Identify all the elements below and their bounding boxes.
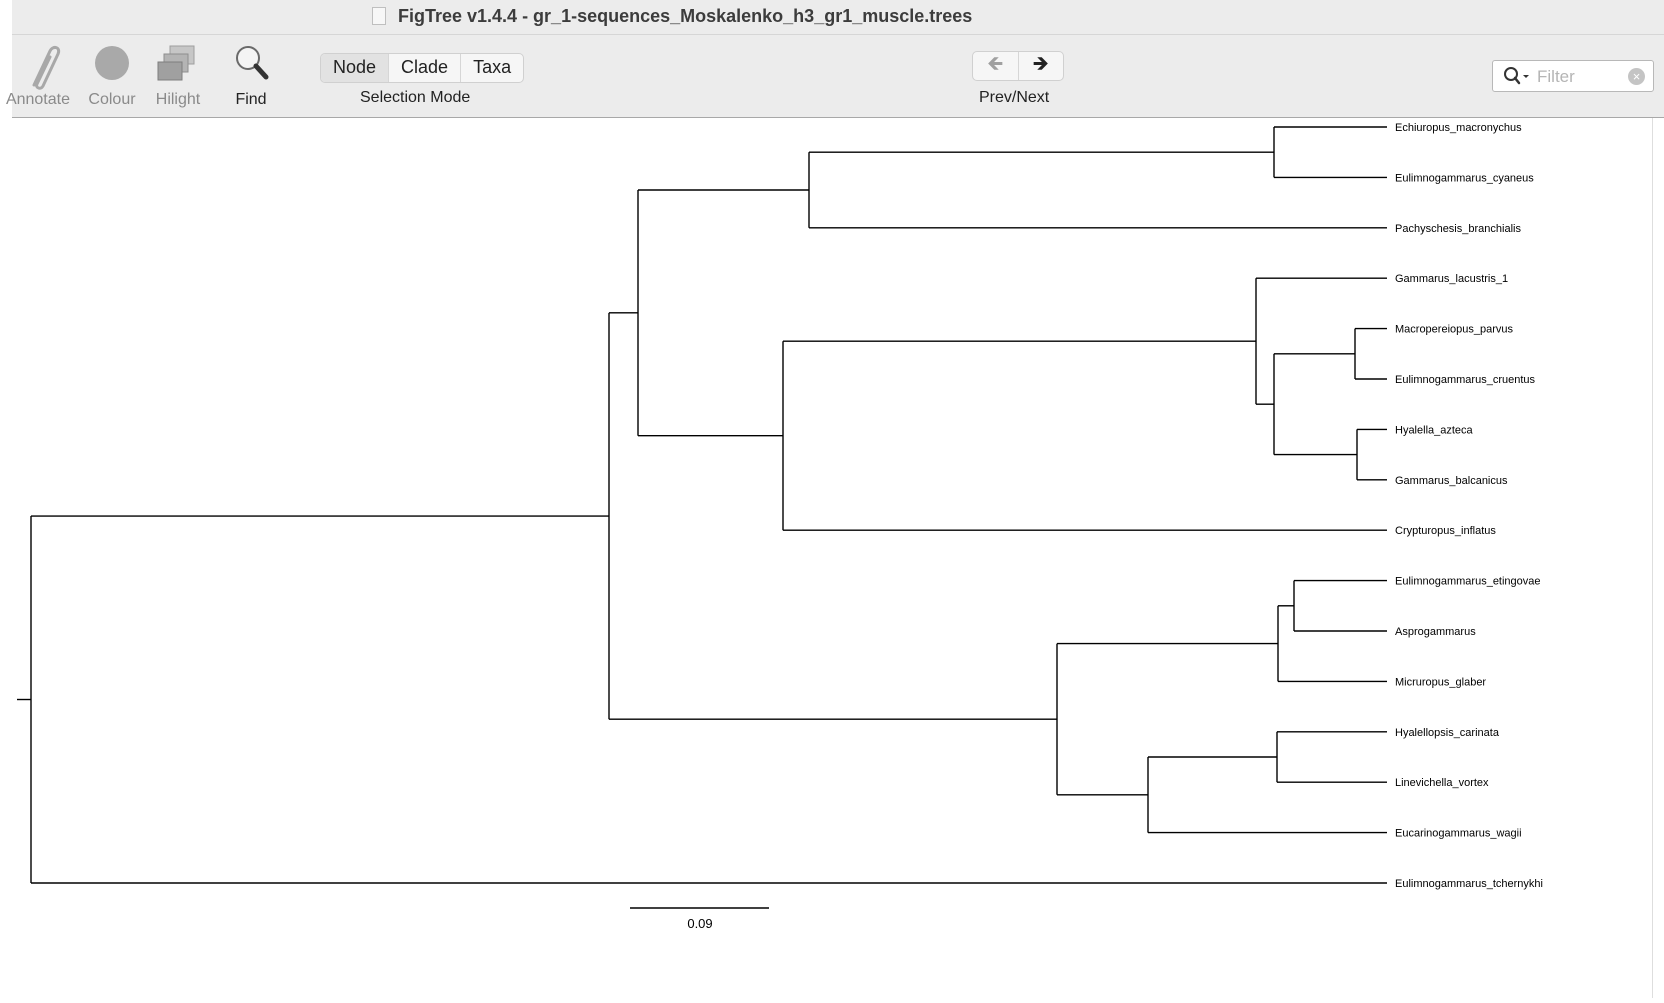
- taxon-label[interactable]: Hyalellopsis_carinata: [1395, 727, 1500, 739]
- taxon-label[interactable]: Crypturopus_inflatus: [1395, 525, 1496, 537]
- find-label: Find: [235, 91, 267, 108]
- toolbar: Annotate Colour Hilight: [6, 35, 1664, 118]
- selection-mode-clade[interactable]: Clade: [389, 54, 462, 82]
- taxon-label[interactable]: Eulimnogammarus_tchernykhi: [1395, 878, 1543, 890]
- taxon-label[interactable]: Eulimnogammarus_etingovae: [1395, 576, 1541, 588]
- selection-mode-control: Node Clade Taxa: [320, 53, 525, 83]
- prev-next-control: 🡸 🡺: [972, 51, 1064, 81]
- magnifier-icon: [224, 41, 278, 91]
- paperclip-icon: [0, 41, 72, 91]
- colour-circle-icon: [84, 41, 140, 91]
- taxon-label[interactable]: Echiuropus_macronychus: [1395, 122, 1522, 134]
- document-icon: [372, 7, 386, 25]
- filter-input[interactable]: [1535, 65, 1629, 89]
- find-button[interactable]: Find: [224, 41, 278, 109]
- taxon-label[interactable]: Asprogammarus: [1395, 626, 1476, 638]
- next-button[interactable]: 🡺: [1019, 52, 1064, 80]
- hilight-label: Hilight: [155, 91, 201, 108]
- hilight-layers-icon: [150, 41, 206, 91]
- scale-bar-label: 0.09: [687, 916, 712, 931]
- clear-filter-icon[interactable]: ×: [1628, 68, 1645, 85]
- prev-next-label: Prev/Next: [979, 89, 1050, 106]
- hilight-button[interactable]: Hilight: [150, 41, 206, 109]
- taxon-label[interactable]: Eulimnogammarus_cyaneus: [1395, 172, 1534, 184]
- search-dropdown-icon[interactable]: [1503, 66, 1531, 91]
- taxon-label[interactable]: Gammarus_balcanicus: [1395, 475, 1508, 487]
- colour-button[interactable]: Colour: [84, 41, 140, 109]
- prev-button[interactable]: 🡸: [973, 52, 1019, 80]
- taxon-label[interactable]: Macropereiopus_parvus: [1395, 324, 1514, 336]
- annotate-button[interactable]: Annotate: [0, 41, 72, 109]
- arrow-left-icon: 🡸: [987, 53, 1004, 75]
- selection-mode-node[interactable]: Node: [321, 54, 390, 82]
- arrow-right-icon: 🡺: [1032, 53, 1049, 75]
- taxon-label[interactable]: Eulimnogammarus_cruentus: [1395, 374, 1536, 386]
- title-bar: FigTree v1.4.4 - gr_1-sequences_Moskalen…: [12, 0, 1664, 35]
- taxon-label[interactable]: Hyalella_azteca: [1395, 424, 1474, 436]
- taxon-label[interactable]: Linevichella_vortex: [1395, 777, 1489, 789]
- phylogenetic-tree: Echiuropus_macronychusEulimnogammarus_cy…: [17, 122, 1543, 931]
- taxon-label[interactable]: Pachyschesis_branchialis: [1395, 223, 1521, 235]
- filter-field: ×: [1492, 60, 1654, 92]
- colour-label: Colour: [88, 91, 136, 108]
- taxon-label[interactable]: Micruropus_glaber: [1395, 676, 1486, 688]
- taxon-label[interactable]: Eucarinogammarus_wagii: [1395, 828, 1522, 840]
- selection-mode-taxa[interactable]: Taxa: [473, 57, 512, 77]
- annotate-label: Annotate: [5, 91, 70, 108]
- taxon-label[interactable]: Gammarus_lacustris_1: [1395, 273, 1508, 285]
- selection-mode-label: Selection Mode: [360, 89, 471, 106]
- window-title: FigTree v1.4.4 - gr_1-sequences_Moskalen…: [398, 6, 973, 26]
- canvas-scroll-edge: [1652, 118, 1653, 998]
